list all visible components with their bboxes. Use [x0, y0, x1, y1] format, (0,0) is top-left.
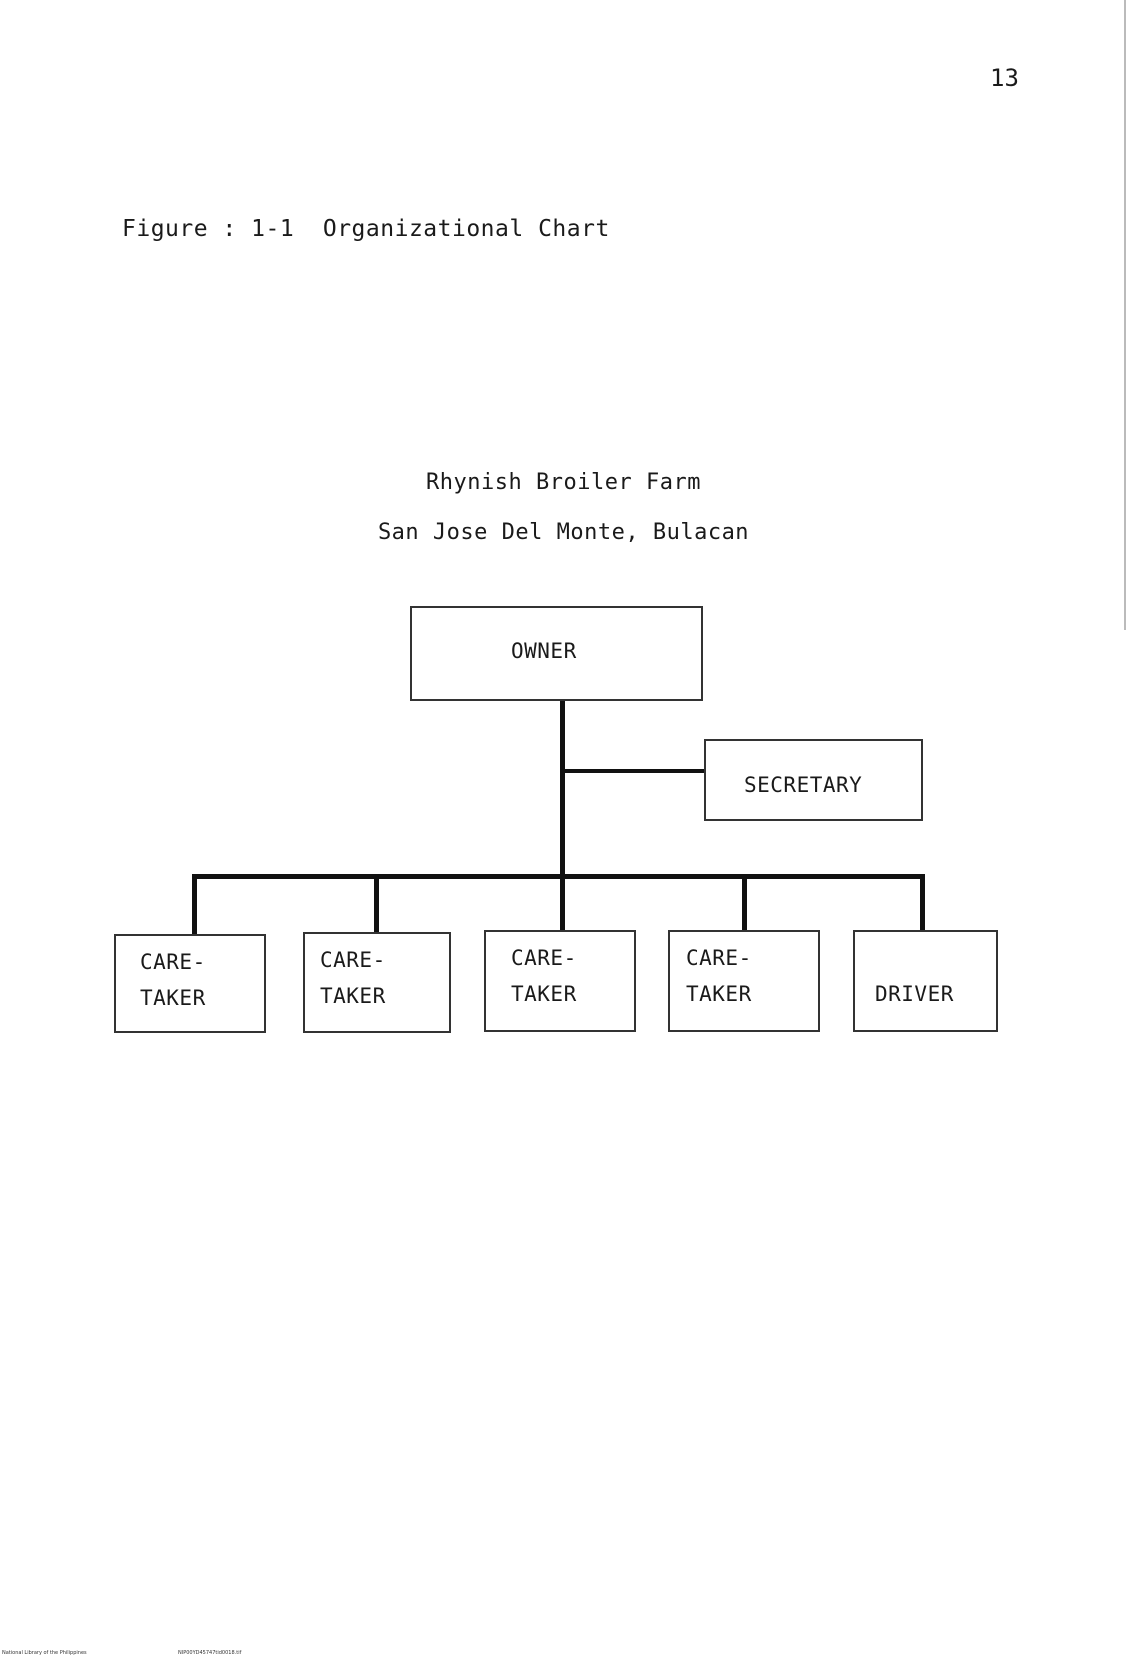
staff-box-1: CARE- TAKER — [114, 934, 266, 1033]
owner-box: OWNER — [410, 606, 703, 701]
driver-label: DRIVER — [875, 982, 954, 1006]
staff-label-line2: TAKER — [320, 984, 386, 1008]
staff-box-2: CARE- TAKER — [303, 932, 451, 1033]
scan-edge — [1124, 0, 1126, 630]
staff-label-line1: CARE- — [686, 946, 752, 970]
staff-drop-line-2 — [374, 874, 379, 932]
staff-label-line1: CARE- — [320, 948, 386, 972]
driver-box: DRIVER — [853, 930, 998, 1032]
footer-library: National Library of the Philippines — [2, 1650, 87, 1656]
staff-drop-line-3 — [560, 874, 565, 930]
page-number: 13 — [990, 64, 1019, 92]
staff-box-4: CARE- TAKER — [668, 930, 820, 1032]
staff-drop-line-5 — [920, 874, 925, 930]
staff-label-line2: TAKER — [686, 982, 752, 1006]
staff-drop-line-1 — [192, 874, 197, 934]
footer-file-id: NIP00YD45747tid0018.tif — [178, 1650, 242, 1656]
organization-location: San Jose Del Monte, Bulacan — [377, 520, 750, 545]
secretary-box: SECRETARY — [704, 739, 923, 821]
owner-label: OWNER — [511, 639, 577, 663]
organization-name: Rhynish Broiler Farm — [426, 470, 701, 495]
secretary-label: SECRETARY — [744, 773, 863, 797]
staff-label-line2: TAKER — [511, 982, 577, 1006]
figure-caption: Figure : 1-1 Organizational Chart — [122, 216, 610, 242]
staff-label-line2: TAKER — [140, 986, 206, 1010]
staff-bus-line — [192, 874, 925, 879]
staff-box-3: CARE- TAKER — [484, 930, 636, 1032]
owner-trunk-line — [560, 700, 565, 878]
staff-label-line1: CARE- — [511, 946, 577, 970]
staff-label-line1: CARE- — [140, 950, 206, 974]
staff-drop-line-4 — [742, 874, 747, 930]
secretary-branch-line — [560, 769, 705, 773]
